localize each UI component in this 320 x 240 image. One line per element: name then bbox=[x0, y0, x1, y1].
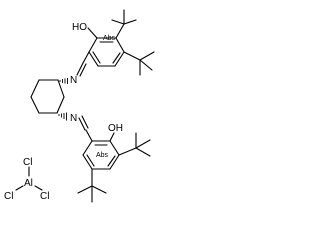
upper-abs-label: Abs bbox=[103, 35, 116, 42]
lower-stereo-hash bbox=[58, 112, 67, 121]
lower-imine-n-label: N bbox=[70, 113, 77, 124]
upper-oh-bond bbox=[87, 27, 98, 39]
chlorine-left-label: Cl bbox=[4, 191, 13, 202]
lower-phenol-ring bbox=[82, 140, 120, 170]
lower-tert-butyl-1 bbox=[118, 132, 151, 157]
structure-canvas: HO Abs N bbox=[0, 0, 163, 224]
aluminium-label: Al bbox=[24, 178, 33, 189]
upper-hydroxyl-label: HO bbox=[72, 22, 87, 33]
lower-oh-bond bbox=[109, 132, 115, 142]
al-cl-left-bond bbox=[15, 185, 24, 191]
upper-phenol-ring bbox=[88, 37, 125, 67]
lower-abs-label: Abs bbox=[96, 152, 109, 159]
al-cl-right-bond bbox=[34, 185, 43, 191]
upper-tert-butyl-2 bbox=[123, 51, 155, 76]
upper-imine-n-label: N bbox=[70, 75, 77, 86]
chlorine-right-label: Cl bbox=[40, 191, 49, 202]
molecule-drawing: HO Abs N bbox=[4, 9, 155, 203]
lower-imine-bond bbox=[78, 115, 93, 142]
chlorine-top-label: Cl bbox=[23, 157, 32, 168]
lower-tert-butyl-2 bbox=[77, 168, 107, 203]
lower-hydroxyl-label: OH bbox=[108, 123, 123, 134]
cyclohexane-ring bbox=[30, 79, 65, 114]
upper-imine-bond bbox=[76, 51, 90, 77]
upper-tert-butyl-1 bbox=[111, 9, 137, 39]
upper-stereo-hash bbox=[59, 78, 68, 84]
